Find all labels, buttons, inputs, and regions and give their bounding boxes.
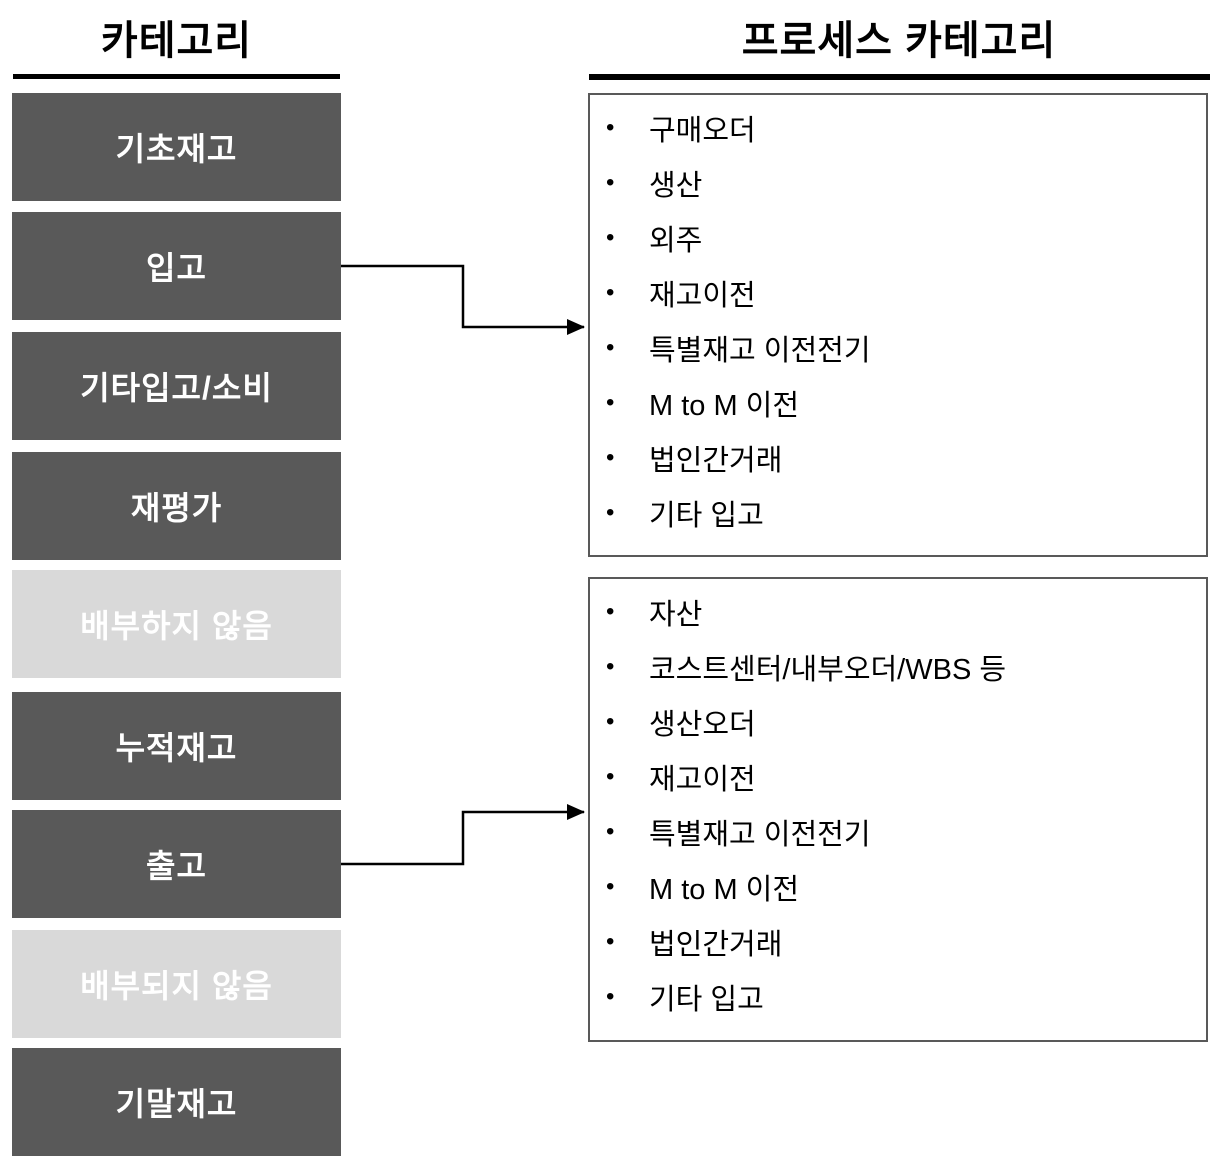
process-item: • 재고이전 (590, 749, 1206, 804)
process-item: • M to M 이전 (590, 859, 1206, 914)
process-item-label: 구매오더 (649, 114, 756, 147)
category-box-other-inbound-consumption: 기타입고/소비 (12, 332, 341, 440)
category-box-not-allocated: 배부하지 않음 (12, 570, 341, 678)
process-item-label: 법인간거래 (649, 928, 783, 961)
bullet-icon: • (606, 652, 615, 680)
process-item: • 특별재고 이전전기 (590, 320, 1206, 375)
arrow-outbound-connector (341, 804, 585, 866)
process-item: • 법인간거래 (590, 914, 1206, 969)
category-box-inbound: 입고 (12, 212, 341, 320)
process-item: • 구매오더 (590, 100, 1206, 155)
process-item-label: 재고이전 (649, 279, 756, 312)
left-title-underline (13, 74, 340, 79)
bullet-icon: • (606, 872, 615, 900)
process-item-label: 생산오더 (649, 708, 756, 741)
category-label: 배부하지 않음 (80, 608, 273, 644)
bullet-icon: • (606, 113, 615, 141)
category-label: 누적재고 (115, 730, 238, 766)
category-box-not-distributed: 배부되지 않음 (12, 930, 341, 1038)
process-item: • 자산 (590, 584, 1206, 639)
bullet-icon: • (606, 762, 615, 790)
bullet-icon: • (606, 388, 615, 416)
process-item-label: 자산 (649, 598, 703, 631)
right-title-underline (589, 74, 1210, 80)
category-label: 배부되지 않음 (80, 968, 273, 1004)
bullet-icon: • (606, 168, 615, 196)
category-label: 기초재고 (115, 131, 238, 167)
bullet-icon: • (606, 443, 615, 471)
bullet-icon: • (606, 982, 615, 1010)
process-item: • 재고이전 (590, 265, 1206, 320)
category-box-cumulative-inventory: 누적재고 (12, 692, 341, 800)
category-label: 재평가 (130, 490, 223, 526)
process-item: • 코스트센터/내부오더/WBS 등 (590, 639, 1206, 694)
process-box-inbound: • 구매오더 • 생산 • 외주 • 재고이전 • 특별재고 이전전기 • M to M 이… (588, 93, 1208, 557)
process-item-label: 외주 (649, 224, 703, 257)
category-box-ending-inventory: 기말재고 (12, 1048, 341, 1156)
category-label: 입고 (146, 250, 207, 286)
process-box-outbound: • 자산 • 코스트센터/내부오더/WBS 등 • 생산오더 • 재고이전 • 특별재고 … (588, 577, 1208, 1042)
bullet-icon: • (606, 278, 615, 306)
process-item-label: 특별재고 이전전기 (649, 334, 871, 367)
process-item: • 법인간거래 (590, 430, 1206, 485)
process-item-label: 법인간거래 (649, 444, 783, 477)
bullet-icon: • (606, 707, 615, 735)
process-item: • 특별재고 이전전기 (590, 804, 1206, 859)
process-item-label: 코스트센터/내부오더/WBS 등 (649, 653, 1007, 686)
category-label: 출고 (146, 848, 207, 884)
category-box-beginning-inventory: 기초재고 (12, 93, 341, 201)
process-item-label: 재고이전 (649, 763, 756, 796)
bullet-icon: • (606, 927, 615, 955)
category-label: 기타입고/소비 (80, 370, 273, 406)
process-item: • 외주 (590, 210, 1206, 265)
process-item: • 생산 (590, 155, 1206, 210)
category-box-outbound: 출고 (12, 810, 341, 918)
right-column-title: 프로세스 카테고리 (741, 19, 1057, 63)
bullet-icon: • (606, 223, 615, 251)
process-item-label: 생산 (649, 169, 703, 202)
process-item-label: 기타 입고 (649, 983, 764, 1016)
bullet-icon: • (606, 333, 615, 361)
process-item: • 기타 입고 (590, 969, 1206, 1024)
process-item: • 기타 입고 (590, 485, 1206, 540)
bullet-icon: • (606, 817, 615, 845)
left-column-title: 카테고리 (100, 19, 253, 63)
process-item-label: M to M 이전 (649, 873, 800, 906)
arrow-inbound-connector (341, 264, 585, 335)
process-item-label: 기타 입고 (649, 499, 764, 532)
process-item: • 생산오더 (590, 694, 1206, 749)
process-item-label: 특별재고 이전전기 (649, 818, 871, 851)
bullet-icon: • (606, 498, 615, 526)
category-box-revaluation: 재평가 (12, 452, 341, 560)
process-item: • M to M 이전 (590, 375, 1206, 430)
category-label: 기말재고 (115, 1086, 238, 1122)
bullet-icon: • (606, 597, 615, 625)
process-item-label: M to M 이전 (649, 389, 800, 422)
